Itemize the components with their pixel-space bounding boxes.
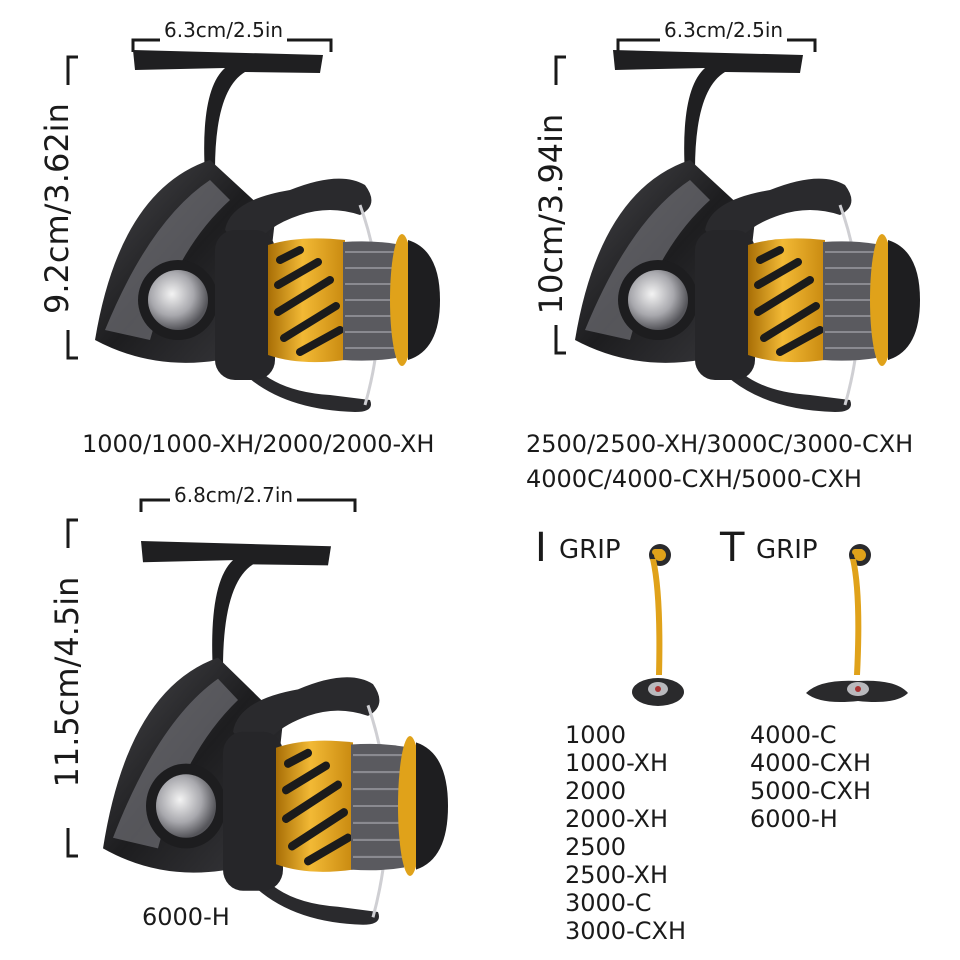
model-item: 4000-C	[750, 721, 837, 749]
model-item: 3000-C	[565, 889, 652, 917]
reel-2-image	[480, 0, 960, 470]
models-caption-line-1: 2500/2500-XH/3000C/3000-CXH	[526, 430, 914, 458]
model-item: 6000-H	[750, 805, 838, 833]
model-item: 1000	[565, 721, 627, 749]
t-grip-handle-image	[806, 544, 908, 702]
t-grip-section: T GRIP 4000-C 4000-CXH 5000-CXH 6000-H	[720, 525, 940, 845]
reel-2-panel: 6.3cm/2.5in 10cm/3.94in 2500/2500-XH/300…	[480, 0, 960, 500]
height-bracket	[554, 55, 566, 355]
reel-1-image	[0, 0, 480, 470]
reel-3-panel: 6.8cm/2.7in 11.5cm/4.5in 6000-H	[0, 478, 480, 960]
models-caption-line-2: 4000C/4000-CXH/5000-CXH	[526, 465, 862, 493]
grip-letter: T	[720, 525, 745, 571]
width-label: 6.8cm/2.7in	[170, 483, 298, 507]
model-item: 2500-XH	[565, 861, 669, 889]
height-bracket	[66, 518, 78, 858]
t-grip-model-list: 4000-C 4000-CXH 5000-CXH 6000-H	[750, 721, 871, 833]
i-grip-section: I GRIP 1000 1000-XH 2000 2000-XH 2500 25…	[535, 525, 735, 955]
model-item: 5000-CXH	[750, 777, 871, 805]
model-item: 2000-XH	[565, 805, 669, 833]
model-item: 4000-CXH	[750, 749, 871, 777]
grip-word: GRIP	[756, 535, 818, 565]
reel-1-panel: 6.3cm/2.5in 9.2cm/3.62in 1000/1000-XH/20…	[0, 0, 480, 470]
model-item: 1000-XH	[565, 749, 669, 777]
model-item: 3000-CXH	[565, 917, 686, 945]
i-grip-model-list: 1000 1000-XH 2000 2000-XH 2500 2500-XH 3…	[565, 721, 686, 945]
reel-3-image	[0, 478, 480, 960]
models-caption: 1000/1000-XH/2000/2000-XH	[82, 430, 435, 458]
i-grip-handle-image	[632, 544, 684, 706]
width-label: 6.3cm/2.5in	[660, 18, 788, 42]
models-caption: 6000-H	[142, 903, 230, 931]
grip-word: GRIP	[559, 535, 621, 565]
model-item: 2000	[565, 777, 627, 805]
grip-letter: I	[535, 525, 547, 571]
width-label: 6.3cm/2.5in	[160, 18, 288, 42]
height-bracket	[66, 55, 78, 360]
model-item: 2500	[565, 833, 627, 861]
